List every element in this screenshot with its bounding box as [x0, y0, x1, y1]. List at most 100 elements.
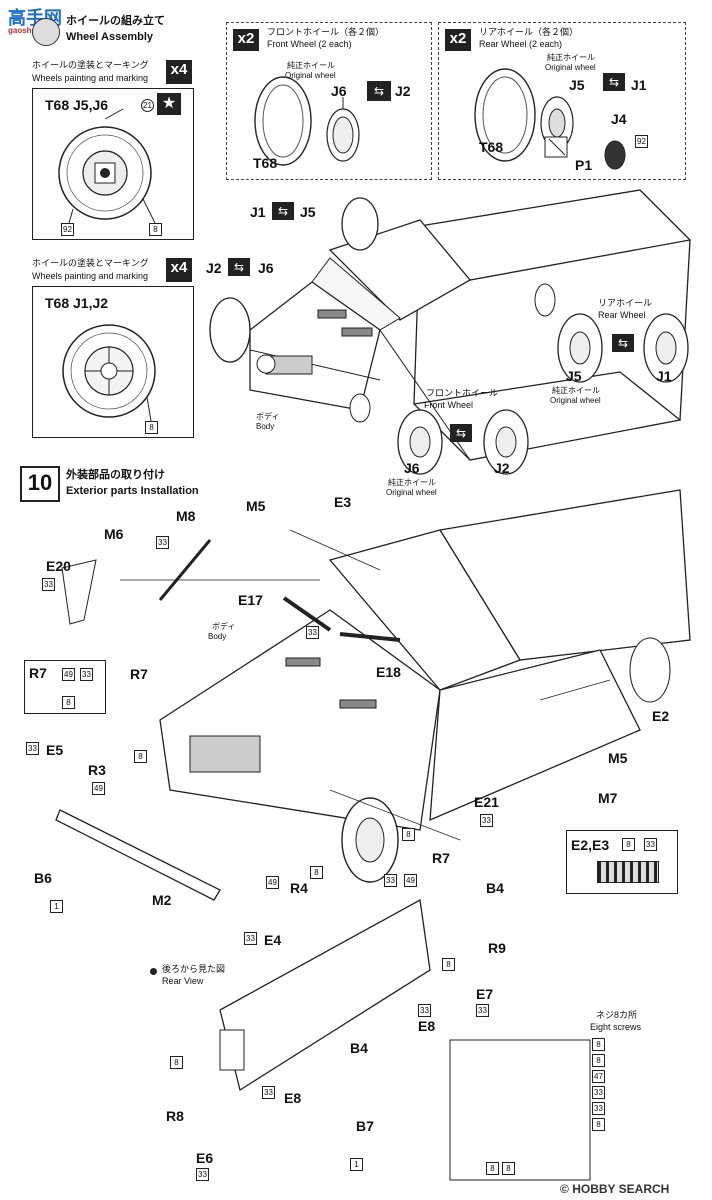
truck-front-en: Front Wheel [424, 400, 474, 410]
code-33: 33 [80, 668, 93, 681]
part-m5: M5 [246, 498, 266, 514]
rear-view-jp: 後ろから見た図 [162, 964, 226, 974]
paint1-code3: 8 [149, 223, 162, 236]
rear-orig-jp: 純正ホイール [547, 53, 595, 62]
wheel-assembly-header: ホイールの組み立て Wheel Assembly [22, 14, 222, 48]
rear-wheel-drawing [474, 68, 626, 170]
part-e4: E4 [264, 932, 282, 948]
paint2-parts: T68 J1,J2 [45, 295, 109, 311]
part-e2: E2 [652, 708, 670, 724]
part-m7: M7 [598, 790, 618, 806]
code-8: 8 [622, 838, 635, 851]
truck-part-j1: J1 [250, 204, 266, 220]
code-8: 8 [442, 958, 455, 971]
code-8: 8 [402, 828, 415, 841]
rear-orig-en: Original wheel [545, 63, 596, 72]
truck-front-j6: J6 [404, 460, 420, 476]
rear-part-j1: J1 [631, 77, 647, 93]
part-e8: E8 [418, 1018, 436, 1034]
front-orig-en: Original wheel [285, 71, 336, 80]
front-part-j2: J2 [395, 83, 411, 99]
part-e17: E17 [238, 592, 263, 608]
truck-rear-orig-jp: 純正ホイール [552, 386, 600, 395]
truck-part-j2: J2 [206, 260, 222, 276]
rear-title-en: Rear Wheel (2 each) [479, 39, 563, 49]
front-title-jp: フロントホイール（各２個） [267, 27, 385, 37]
front-wheel-box: x2 フロントホイール（各２個） Front Wheel (2 each) 純正… [226, 22, 432, 180]
part-e5: E5 [46, 742, 64, 758]
part-e20: E20 [46, 558, 71, 574]
code-8: 8 [310, 866, 323, 879]
truck-body-jp: ボディ [256, 412, 280, 421]
wheel-assembly-title-jp: ホイールの組み立て [66, 15, 165, 27]
screws-en: Eight screws [590, 1022, 642, 1032]
r7-detail-label: R7 [29, 665, 47, 681]
part-b7: B7 [356, 1118, 374, 1134]
part-e3: E3 [334, 494, 352, 510]
code-49: 49 [266, 876, 279, 889]
code-33: 33 [306, 626, 319, 639]
code-49: 8 [592, 1054, 605, 1067]
part-e7: E7 [476, 986, 494, 1002]
truck-rear-orig-en: Original wheel [550, 396, 601, 405]
screws-jp: ネジ8カ所 [596, 1010, 638, 1020]
code-33: 33 [384, 874, 397, 887]
front-part-j6: J6 [331, 83, 347, 99]
rear-title-jp: リアホイール（各２個） [479, 27, 579, 37]
truck-rear-en: Rear Wheel [598, 310, 646, 320]
front-title-en: Front Wheel (2 each) [267, 39, 352, 49]
front-wheel-drawing [254, 76, 360, 166]
watermark-copyright: © [560, 1182, 569, 1196]
arrow-icon: ⇆ [272, 202, 294, 220]
code-33: 33 [644, 838, 657, 851]
part-e8b: E8 [284, 1090, 302, 1106]
vent-icon [597, 861, 659, 883]
truck-front-orig-jp: 純正ホイール [388, 478, 436, 487]
rear-part-j5: J5 [569, 77, 585, 93]
code-1: 1 [50, 900, 63, 913]
code-1: 1 [350, 1158, 363, 1171]
code-8: 8 [592, 1118, 605, 1131]
arrow-icon: ⇆ [367, 81, 391, 101]
part-r9: R9 [488, 940, 506, 956]
e2e3-detail-box: E2,E3 [566, 830, 678, 894]
truck-rear-j5: J5 [566, 368, 582, 384]
part-r3: R3 [88, 762, 106, 778]
rear-part-p1: P1 [575, 157, 593, 173]
code-33: 33 [262, 1086, 275, 1099]
truck-wheel-drawing [209, 189, 692, 475]
code-33: 8 [502, 1162, 515, 1175]
rear-qty-badge: x2 [445, 29, 471, 51]
step10-body-jp: ボディ [212, 622, 236, 631]
rear-wheel-box: x2 リアホイール（各２個） Rear Wheel (2 each) 純正ホイー… [438, 22, 686, 180]
code-8: 8 [486, 1162, 499, 1175]
front-qty-badge: x2 [233, 29, 259, 51]
part-e21: E21 [474, 794, 499, 810]
truck-front-orig-en: Original wheel [386, 488, 437, 497]
code-47: 47 [592, 1070, 605, 1083]
rear-view-bullet-icon [150, 968, 157, 975]
part-r8: R8 [166, 1108, 184, 1124]
arrow-icon: ⇆ [603, 73, 625, 91]
paint2-wheel-drawing [62, 324, 156, 422]
step10-drawing [55, 489, 691, 1181]
part-m8: M8 [176, 508, 196, 524]
step10-title-en: Exterior parts Installation [66, 485, 199, 497]
part-b4b: B4 [350, 1040, 368, 1056]
paint2-code1: 8 [145, 421, 158, 434]
part-m6: M6 [104, 526, 124, 542]
code-33: 33 [592, 1102, 605, 1115]
code-33: 33 [418, 1004, 431, 1017]
watermark-bottom: © HOBBY SEARCH [560, 1182, 669, 1196]
rear-view-en: Rear View [162, 976, 204, 986]
code-33: 33 [156, 536, 169, 549]
code-8: 8 [62, 696, 75, 709]
code-33: 33 [26, 742, 39, 755]
code-49: 49 [404, 874, 417, 887]
part-b4: B4 [486, 880, 504, 896]
rear-part-j4: J4 [611, 111, 627, 127]
part-r7c: R7 [432, 850, 450, 866]
paint2-en: Wheels painting and marking [32, 271, 149, 281]
step-badge-icon [32, 18, 60, 46]
e2e3-label: E2,E3 [571, 837, 610, 853]
